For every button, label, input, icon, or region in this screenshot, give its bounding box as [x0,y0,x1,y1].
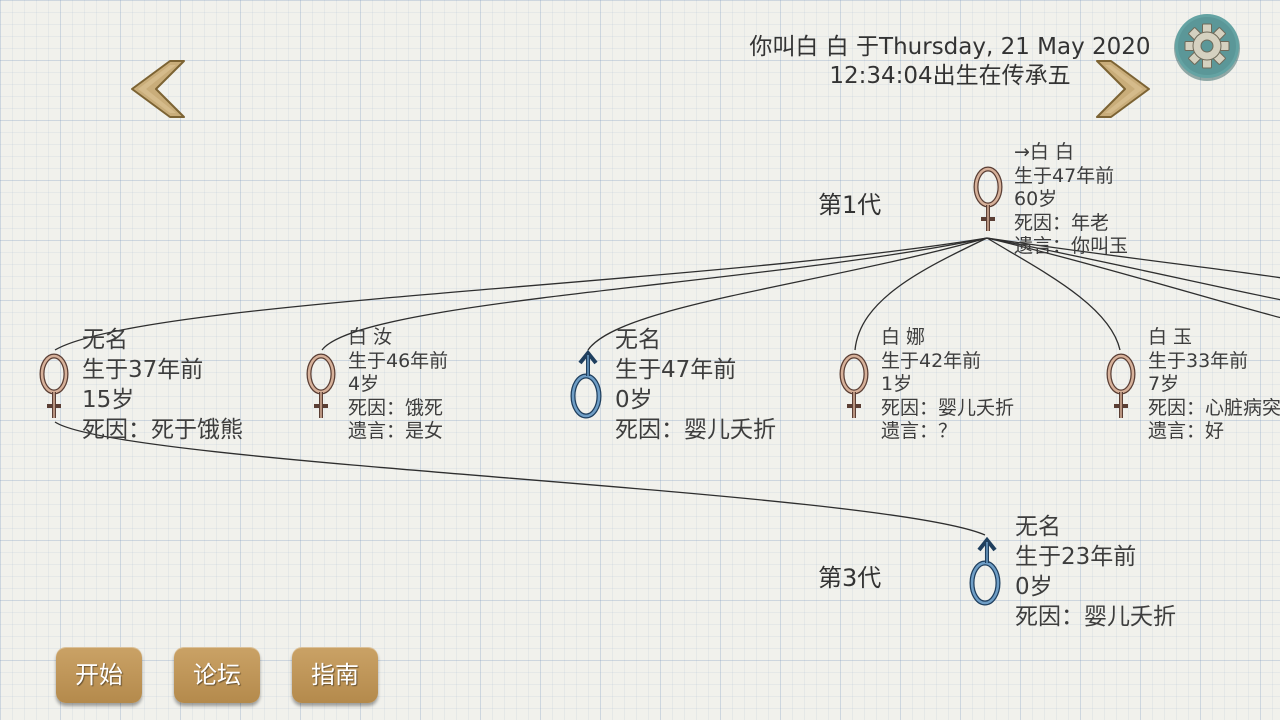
person-name: →白 白 [1014,141,1074,163]
person-age: 15岁 [82,387,135,413]
person-name: 白 玉 [1148,326,1193,348]
next-page-button[interactable] [1085,55,1155,125]
female-icon [1106,353,1136,418]
link-offscreen-1 [986,237,1280,279]
person-info: 白 娜 生于42年前 1岁 死因：婴儿夭折 遗言：？ [881,326,1014,444]
person-death-cause: 死因：婴儿夭折 [615,417,776,443]
link-to-child-5 [986,237,1121,351]
person-info: →白 白 生于47年前 60岁 死因：年老 遗言：你叫玉 [1014,141,1128,259]
person-death-cause: 死因：死于饿熊 [82,417,243,443]
person-age: 4岁 [348,373,380,395]
female-icon [973,166,1003,231]
link-to-grandchild [54,421,986,536]
person-name: 白 娜 [881,326,926,348]
person-info: 无名 生于37年前 15岁 死因：死于饿熊 [82,325,243,445]
person-info: 无名 生于23年前 0岁 死因：婴儿夭折 [1015,512,1176,632]
person-age: 7岁 [1148,373,1180,395]
person-birth: 生于33年前 [1148,349,1249,372]
person-death-cause: 死因：婴儿夭折 [881,396,1015,419]
person-name: 无名 [82,327,128,353]
female-icon [306,353,336,418]
chevron-right-icon [1096,60,1150,118]
forum-button[interactable]: 论坛 [174,647,260,703]
person-name: 无名 [615,327,661,353]
generation-label-3: 第3代 [818,564,882,592]
prev-page-button[interactable] [126,55,196,125]
birth-info-header: 你叫白 白 于Thursday, 21 May 2020 12:34:04出生在… [749,34,1151,89]
guide-button[interactable]: 指南 [292,647,378,703]
start-button[interactable]: 开始 [56,647,142,703]
person-birth: 生于47年前 [615,357,737,383]
female-icon [839,353,869,418]
person-info: 白 玉 生于33年前 7岁 死因：心脏病突发 遗言：好 [1148,326,1280,444]
person-birth: 生于23年前 [1015,544,1137,570]
link-offscreen-3 [986,237,1280,319]
person-last-words: 遗言：是女 [348,420,444,442]
person-birth: 生于47年前 [1014,164,1115,187]
link-offscreen-2 [986,237,1280,301]
link-to-child-3 [587,237,988,351]
person-info: 白 汝 生于46年前 4岁 死因：饿死 遗言：是女 [348,326,448,444]
person-name: 白 汝 [348,326,393,348]
settings-button[interactable] [1172,12,1242,82]
person-name: 无名 [1015,514,1061,540]
person-death-cause: 死因：饿死 [348,396,444,419]
chevron-left-icon [131,60,185,118]
male-icon [570,350,602,419]
person-age: 0岁 [1015,574,1053,600]
person-age: 60岁 [1014,188,1058,210]
person-last-words: 遗言：？ [881,420,958,442]
person-birth: 生于37年前 [82,357,204,383]
person-death-cause: 死因：婴儿夭折 [1015,604,1176,630]
generation-label-1: 第1代 [818,191,882,219]
person-death-cause: 死因：年老 [1014,211,1110,234]
link-to-child-4 [854,237,988,351]
person-birth: 生于42年前 [881,349,982,372]
person-death-cause: 死因：心脏病突发 [1148,396,1280,419]
link-to-child-2 [321,237,988,351]
female-icon [39,353,69,418]
person-birth: 生于46年前 [348,349,449,372]
person-last-words: 遗言：你叫玉 [1014,235,1129,257]
person-age: 0岁 [615,387,653,413]
male-icon [969,537,1001,606]
person-last-words: 遗言：好 [1148,420,1225,442]
gear-icon [1174,14,1240,81]
person-age: 1岁 [881,373,913,395]
link-to-child-1 [54,237,988,351]
person-info: 无名 生于47年前 0岁 死因：婴儿夭折 [615,325,776,445]
